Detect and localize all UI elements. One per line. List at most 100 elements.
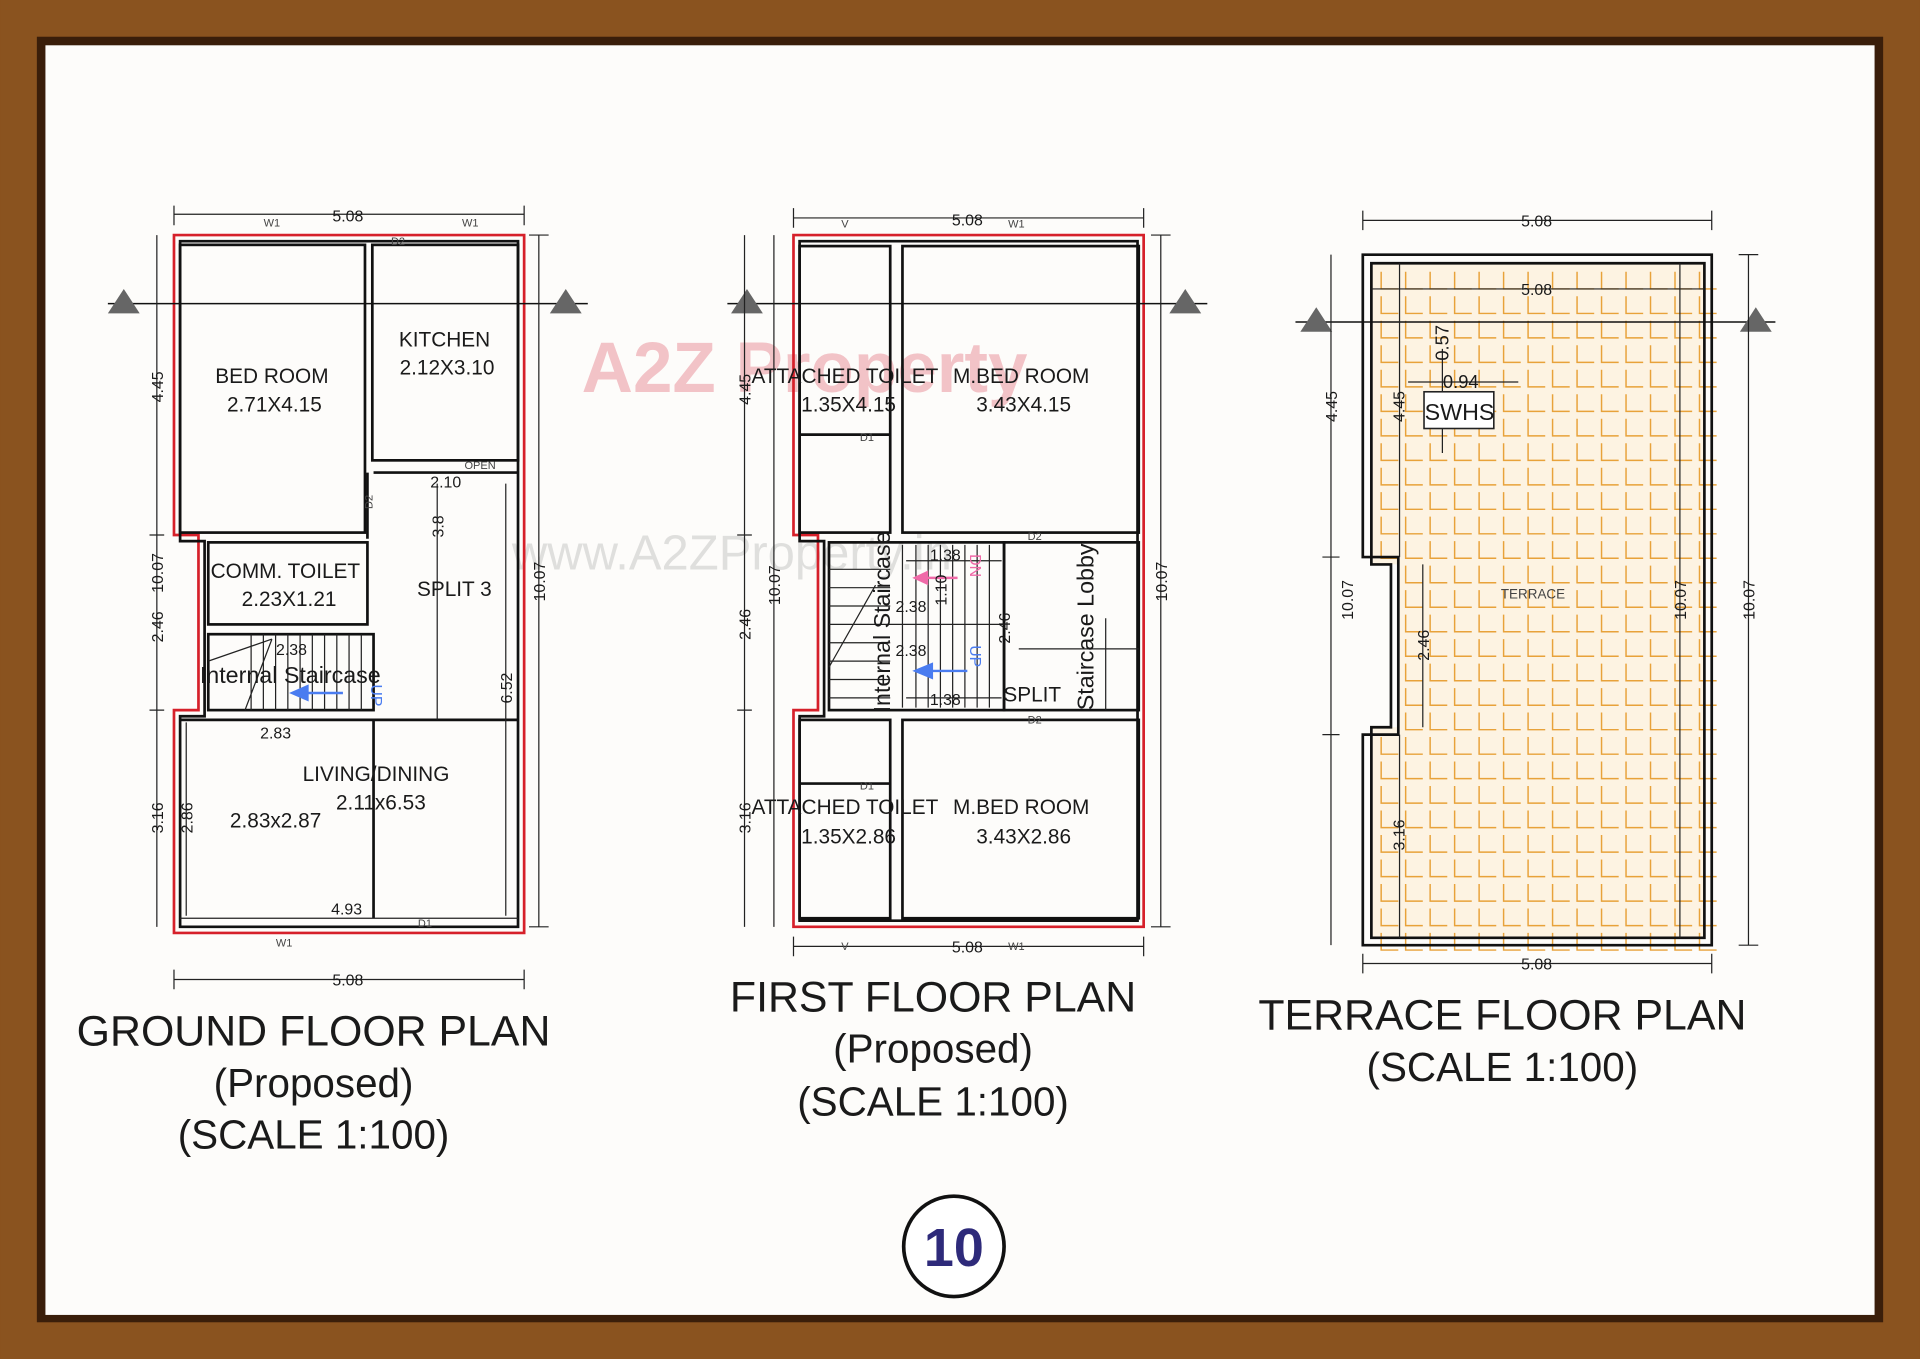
tile [1551,345,1570,364]
tile [1576,908,1595,927]
tile [1674,467,1693,486]
tile [1600,712,1619,731]
watermark-logo: A2Z Property [582,329,1028,408]
tile [1625,541,1644,560]
first-floor-plan: 5.08 5.08 4.45 2.46 3.16 10.07 10.07 1.3… [727,208,1208,1124]
tile [1576,834,1595,853]
dim-inner-top: 5.08 [1521,282,1552,299]
tile [1404,590,1423,608]
tile [1649,492,1668,511]
tile [1649,296,1668,315]
tile [1600,418,1619,437]
tile [1478,810,1497,829]
room-size: 1.35X2.86 [801,826,896,849]
tile [1380,834,1399,853]
attached-toilet [798,244,892,534]
tile [1674,712,1693,731]
tile [1527,859,1546,878]
tile [1429,786,1448,804]
tile [1478,296,1497,315]
tile [1576,663,1595,682]
plan-title: FIRST FLOOR PLAN [730,973,1136,1021]
tile [1429,541,1448,560]
plan-title: GROUND FLOOR PLAN [77,1008,551,1056]
tile [1429,614,1448,633]
tile [1674,859,1693,878]
window-tag: W1 [1008,219,1025,231]
tile [1527,786,1546,804]
room-name: Internal Staircase [200,662,381,688]
tile [1625,761,1644,780]
tile [1551,859,1570,878]
dn-arrow-head-icon [912,570,929,586]
tile [1674,663,1693,682]
tile [1674,516,1693,535]
tile [1380,737,1399,755]
tile [1551,908,1570,927]
tile [1625,908,1644,927]
tile [1453,859,1472,878]
dim-2-46: 2.46 [997,612,1014,643]
staircase-lobby [1002,541,1141,712]
tile [1429,345,1448,364]
tile [1625,859,1644,878]
tile [1527,614,1546,633]
ground-floor-plan: 5.08 5.08 4.45 2.46 10.07 3.16 2.86 10.0… [77,205,588,1157]
section-marker-icon [107,288,140,314]
page-number: 10 [924,1218,984,1278]
tile [1674,296,1693,315]
tile [1576,369,1595,388]
tile [1527,810,1546,829]
door-tag: D2 [363,495,375,509]
tile [1649,883,1668,902]
tile [1600,345,1619,364]
tile [1576,492,1595,511]
tile [1625,394,1644,413]
tile [1404,908,1423,927]
dim-bottom: 5.08 [1521,957,1552,974]
tile [1600,859,1619,878]
tile [1551,810,1570,829]
tile [1551,614,1570,633]
tile [1380,369,1399,388]
tile [1404,443,1423,462]
tile [1600,296,1619,315]
tile [1600,883,1619,902]
tile [1625,345,1644,364]
tile [1649,467,1668,486]
tile [1527,639,1546,657]
tile [1649,712,1668,731]
terrace-label: TERRACE [1501,587,1565,602]
tile [1625,614,1644,633]
tile [1674,394,1693,413]
tile [1502,883,1521,902]
tile [1429,688,1448,706]
vent-tag: V [841,219,849,231]
room-name: Staircase Lobby [1072,543,1098,710]
dim-2-38: 2.38 [896,643,927,660]
tile [1478,467,1497,486]
plan-scale: (SCALE 1:100) [797,1078,1069,1124]
tile [1600,516,1619,535]
tile [1478,345,1497,364]
tile [1453,492,1472,511]
tile [1502,908,1521,927]
room-size: 3.43X4.15 [976,393,1071,416]
door-tag: D1 [860,781,874,793]
dim-notch: 2.46 [1416,630,1433,661]
tile [1502,590,1521,608]
tile [1551,443,1570,462]
plot-outline [172,233,526,935]
plot-outline [792,233,1145,929]
door-tag: D2 [1028,715,1042,727]
tile [1649,663,1668,682]
dim-1-38: 1.38 [930,548,961,565]
door-tag: D1 [418,918,432,930]
tile [1478,712,1497,731]
tile [1453,443,1472,462]
tile [1600,590,1619,608]
tile [1478,516,1497,535]
tile [1429,810,1448,829]
tile [1600,565,1619,584]
dim-left-top: 4.45 [738,374,755,405]
